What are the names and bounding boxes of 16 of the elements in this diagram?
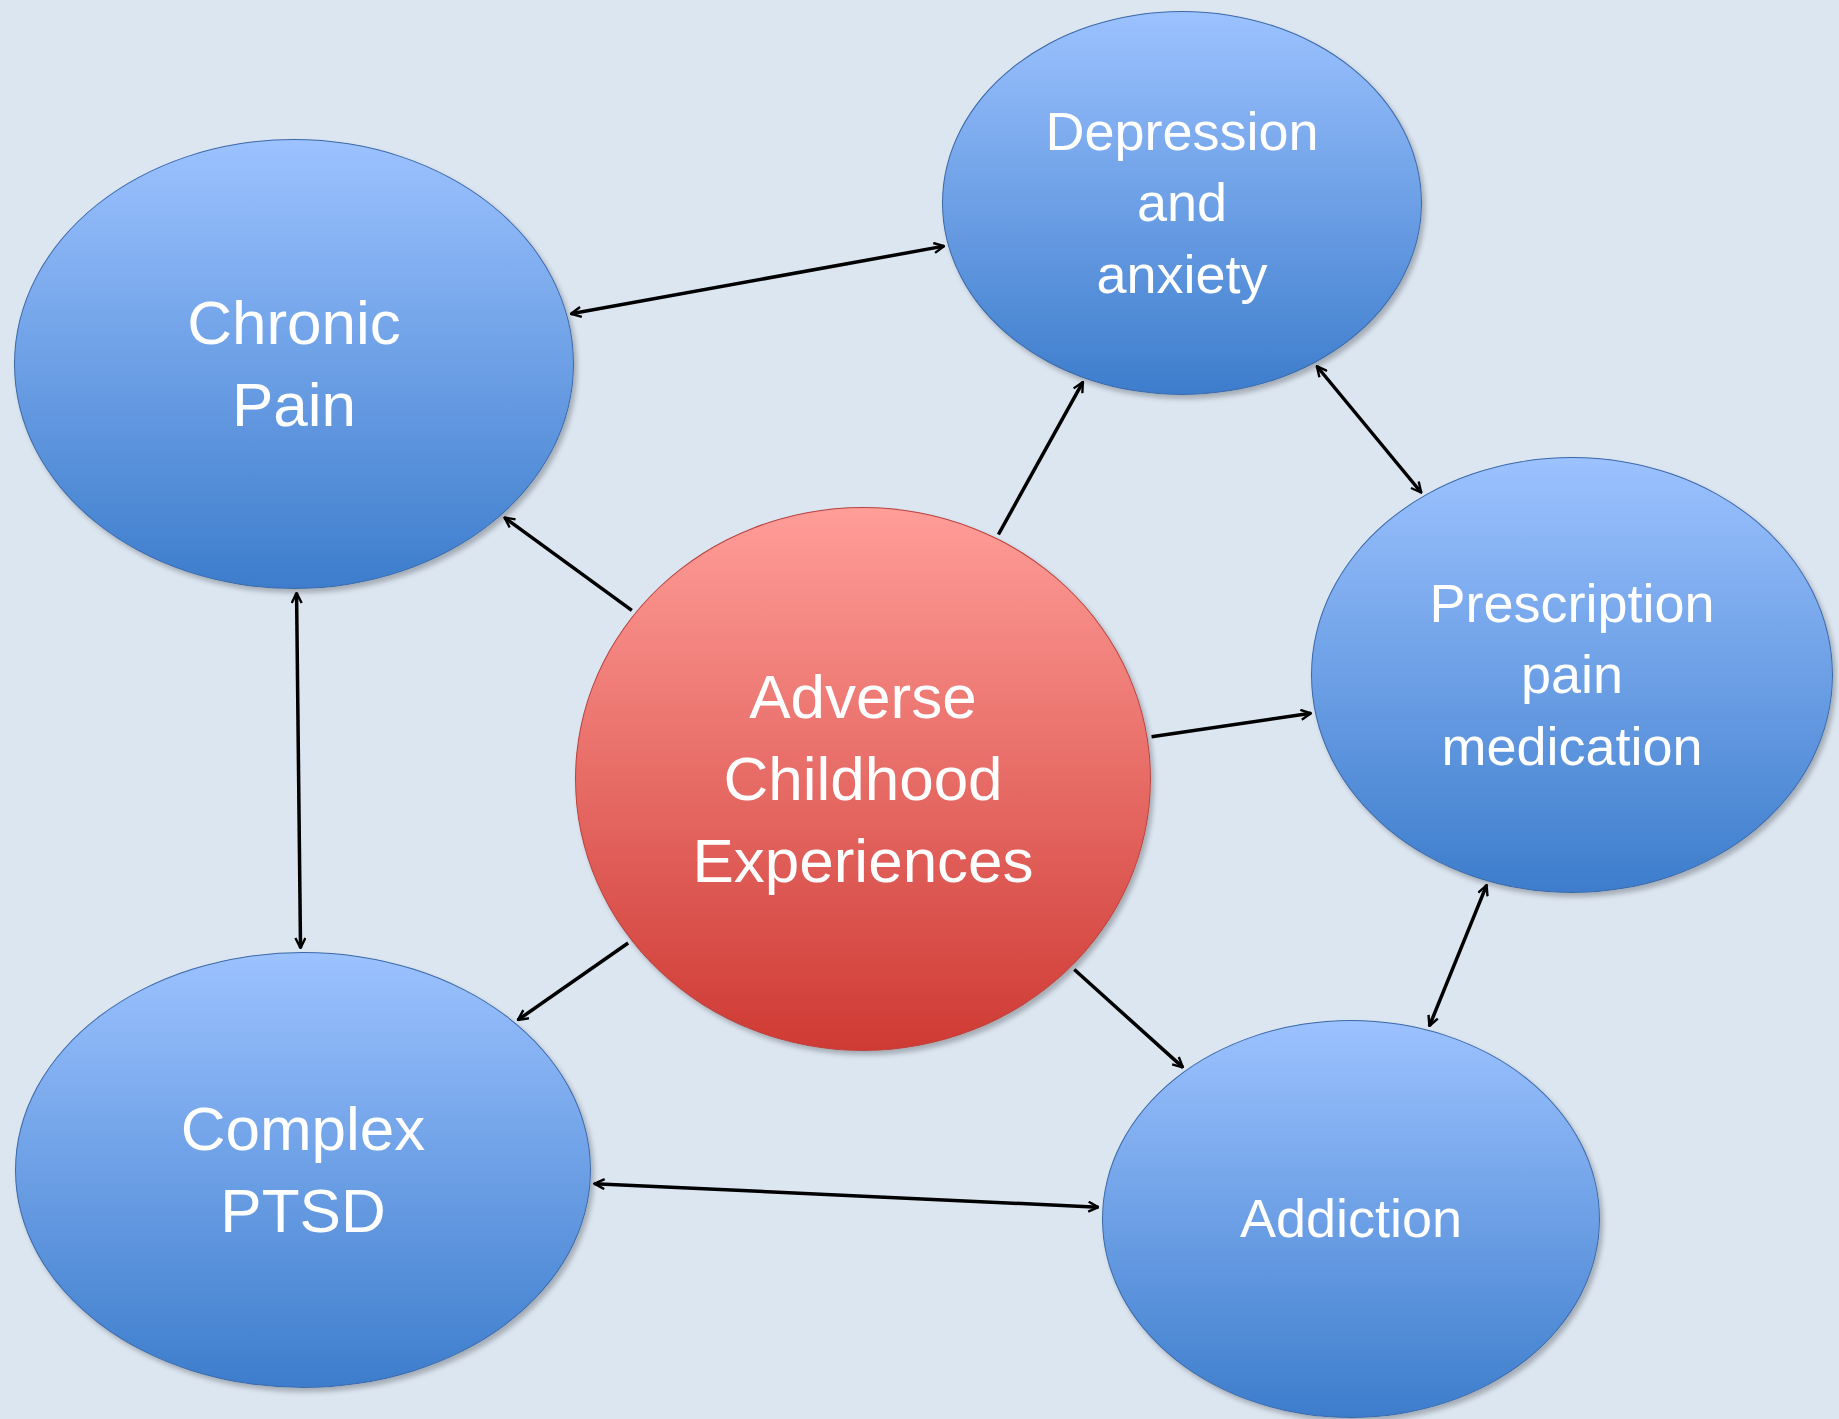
arrow <box>1427 883 1489 1028</box>
node-label: Addiction <box>1239 1187 1463 1251</box>
arrow <box>290 591 307 950</box>
node-label: Complex PTSD <box>180 1093 426 1247</box>
arrow <box>1151 708 1313 739</box>
node-label: Adverse Childhood Experiences <box>692 661 1034 897</box>
node-label: Chronic Pain <box>187 287 401 441</box>
arrow <box>503 516 633 612</box>
arrow <box>569 241 946 319</box>
node-label: Depression and anxiety <box>1045 100 1319 306</box>
arrow <box>593 1177 1100 1213</box>
arrow <box>516 941 630 1022</box>
node-label: Prescription pain medication <box>1429 572 1715 778</box>
arrow <box>1073 968 1185 1069</box>
arrow <box>996 380 1085 536</box>
arrow <box>1315 365 1423 494</box>
